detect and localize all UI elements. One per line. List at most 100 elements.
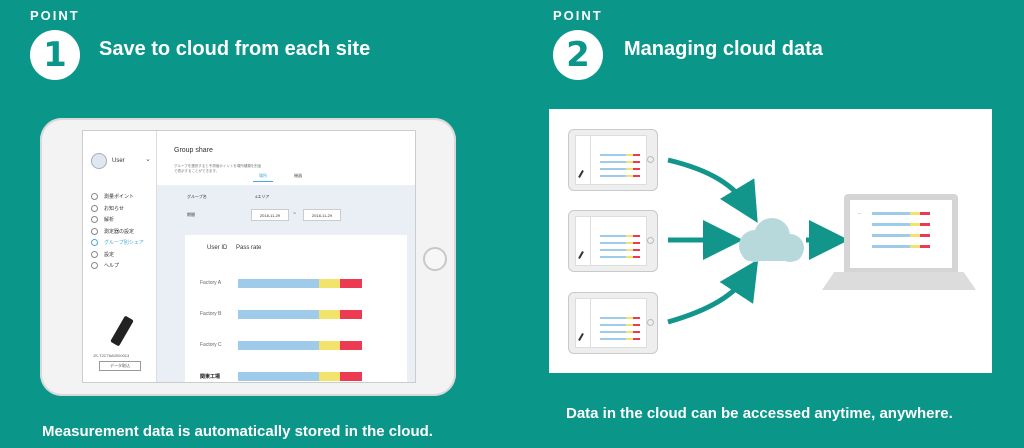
point1-caption: Measurement data is automatically stored… (42, 423, 433, 440)
page-header: Group share グループを選択すると予測値ポイントを場所種類を別途で表示… (157, 131, 415, 185)
site-tablet-screen (575, 298, 647, 348)
pass-rate-card: User ID Pass rate Factory A Factory B Fact… (185, 235, 407, 382)
page-title: Group share (174, 147, 213, 154)
bar-segment-blue (600, 249, 626, 251)
bar-segment-blue (238, 372, 319, 381)
bar-segment-blue (872, 234, 910, 237)
bar-segment-red (339, 310, 362, 319)
point-number-badge: 2 (553, 30, 603, 80)
bar-segment-blue (600, 317, 626, 319)
bar-segment-red (632, 175, 640, 177)
bar-segment-yellow (626, 161, 633, 163)
share-icon (91, 239, 98, 247)
tablet-home-button (647, 237, 654, 244)
group-value[interactable]: 4エリア (255, 194, 270, 199)
bar-segment-red (919, 212, 930, 215)
laptop-screen: — (844, 194, 958, 276)
device-image (110, 315, 134, 347)
site-tablet (568, 292, 658, 354)
bar-segment-yellow (318, 372, 340, 381)
pass-rate-bar (238, 341, 362, 350)
bar-segment-yellow (626, 235, 633, 237)
column-header-pass-rate: Pass rate (236, 245, 262, 251)
sidebar-item-group-share[interactable]: グループ別シェア (91, 237, 144, 249)
help-icon (91, 262, 98, 270)
row-label: Factory A (200, 280, 222, 286)
bar-segment-red (339, 279, 362, 288)
tabs: 場所 機器 (253, 173, 308, 182)
sidebar-item-points[interactable]: 測量ポイント (91, 191, 144, 203)
laptop-bar (872, 212, 930, 215)
bar-segment-blue (872, 223, 910, 226)
tablet-home-button (647, 319, 654, 326)
point-title: Save to cloud from each site (99, 38, 371, 60)
tab-place[interactable]: 場所 (253, 173, 273, 182)
bar-segment-blue (600, 331, 626, 333)
bar-segment-yellow (626, 175, 633, 177)
mini-bar (600, 161, 640, 163)
content-body: グループ名 4エリア 期間 2018-11-29 ~ 2018-11-29 Us… (157, 185, 415, 382)
group-label: グループ名 (187, 194, 207, 199)
mini-bar (600, 331, 640, 333)
bar-segment-blue (238, 310, 319, 319)
bar-segment-red (919, 223, 930, 226)
avatar (91, 153, 107, 169)
bar-segment-blue (600, 242, 626, 244)
mini-bar (600, 256, 640, 258)
column-header-user-id: User ID (207, 245, 228, 251)
bar-segment-red (339, 341, 362, 350)
row-label: Factory C (200, 342, 222, 348)
bar-segment-yellow (909, 245, 920, 248)
bar-segment-red (919, 234, 930, 237)
site-tablet (568, 129, 658, 191)
point-label: POINT (30, 8, 80, 23)
pin-icon (91, 193, 98, 201)
mini-bar (600, 324, 640, 326)
date-to-input[interactable]: 2018-11-29 (303, 209, 341, 221)
sidebar-item-settings[interactable]: 設定 (91, 249, 144, 261)
tab-device[interactable]: 機器 (294, 173, 303, 178)
bar-segment-blue (238, 279, 319, 288)
app-screen: User ⌄ 測量ポイント お知らせ 解析 測定器の設定 グループ別シェア 設定… (82, 130, 416, 383)
row-label: Factory B (200, 311, 222, 317)
bar-segment-blue (600, 324, 626, 326)
bar-segment-yellow (909, 212, 920, 215)
tablet-home-button (423, 247, 447, 271)
laptop-base (822, 272, 976, 290)
data-import-button[interactable]: データ取込 (99, 361, 141, 371)
mini-bar (600, 249, 640, 251)
pass-rate-bar (238, 279, 362, 288)
bar-segment-yellow (626, 338, 633, 340)
sidebar-item-analysis[interactable]: 解析 (91, 214, 144, 226)
bar-segment-red (632, 242, 640, 244)
sidebar-menu: 測量ポイント お知らせ 解析 測定器の設定 グループ別シェア 設定 ヘルプ (91, 191, 144, 272)
bar-segment-yellow (626, 168, 633, 170)
bar-segment-blue (600, 256, 626, 258)
sidebar-item-device-settings[interactable]: 測定器の設定 (91, 226, 144, 238)
bar-segment-red (632, 154, 640, 156)
sidebar-item-news[interactable]: お知らせ (91, 203, 144, 215)
bar-segment-red (339, 372, 362, 381)
date-from-input[interactable]: 2018-11-29 (251, 209, 289, 221)
device-icon (91, 227, 98, 235)
bar-segment-red (632, 256, 640, 258)
user-name: User (112, 158, 125, 164)
bar-segment-blue (600, 168, 626, 170)
laptop-bar (872, 234, 930, 237)
bar-segment-blue (872, 212, 910, 215)
point-title: Managing cloud data (624, 38, 823, 60)
bar-segment-red (919, 245, 930, 248)
bar-segment-yellow (626, 324, 633, 326)
bar-segment-red (632, 338, 640, 340)
bar-segment-yellow (626, 331, 633, 333)
bar-segment-red (632, 331, 640, 333)
sidebar-item-help[interactable]: ヘルプ (91, 260, 144, 272)
bar-segment-red (632, 317, 640, 319)
point2-caption: Data in the cloud can be accessed anytim… (566, 405, 953, 422)
page-description: グループを選択すると予測値ポイントを場所種類を別途で表示することができます。 (174, 164, 262, 173)
bar-segment-red (632, 168, 640, 170)
bar-segment-yellow (318, 310, 340, 319)
chevron-down-icon[interactable]: ⌄ (145, 156, 151, 163)
user-menu[interactable]: User (91, 153, 125, 169)
bar-segment-red (632, 324, 640, 326)
